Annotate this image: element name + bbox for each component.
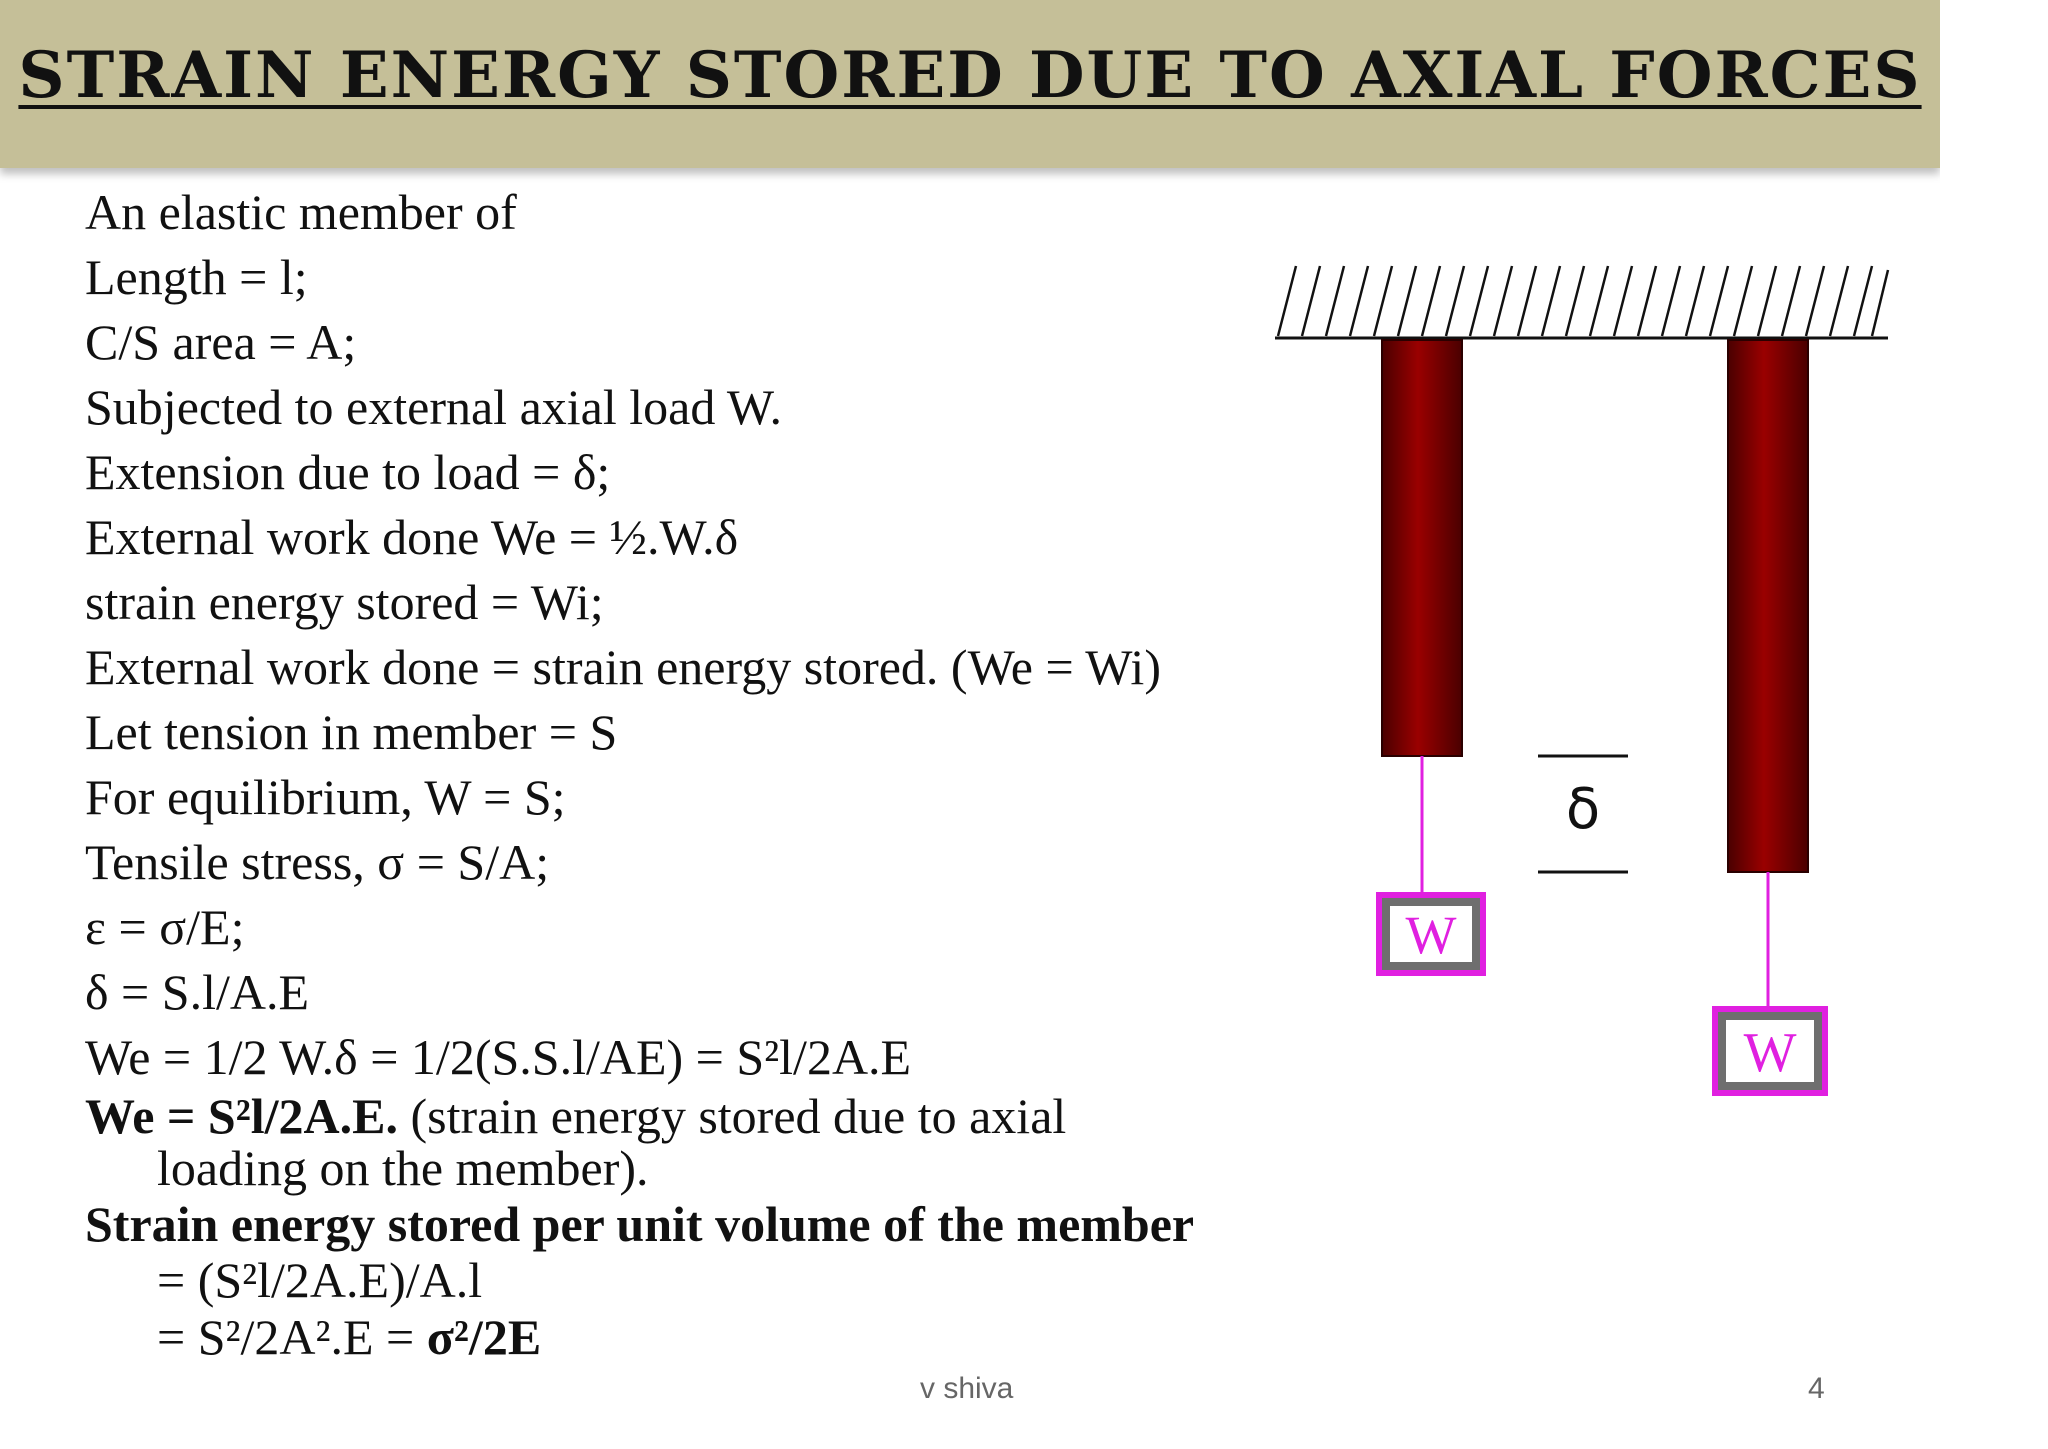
per-volume-line-2: = S²/2A².E = σ²/2E — [157, 1309, 542, 1365]
weight-label-left: W — [1406, 905, 1457, 965]
body-line-4: Subjected to external axial load W. — [85, 379, 783, 435]
result-description: (strain energy stored due to axial — [397, 1088, 1067, 1144]
weight-label-right: W — [1744, 1022, 1797, 1084]
final-result: σ²/2E — [426, 1309, 542, 1365]
title-band: STRAIN ENERGY STORED DUE TO AXIAL FORCES — [0, 0, 1940, 168]
body-line-7: strain energy stored = Wi; — [85, 574, 604, 630]
body-line-3: C/S area = A; — [85, 314, 357, 370]
body-line-5: Extension due to load = δ; — [85, 444, 611, 500]
result-formula: We = S²l/2A.E. — [85, 1088, 398, 1144]
per-volume-line-1: = (S²l/2A.E)/A.l — [157, 1252, 483, 1308]
footer-author: v shiva — [920, 1372, 1014, 1405]
body-line-11: Tensile stress, σ = S/A; — [85, 834, 550, 890]
slide-title: STRAIN ENERGY STORED DUE TO AXIAL FORCES — [18, 38, 1922, 113]
right-margin — [1940, 0, 2048, 1449]
result-line: We = S²l/2A.E. (strain energy stored due… — [85, 1090, 1345, 1142]
body-line-6: External work done We = ½.W.δ — [85, 509, 739, 565]
member-bar-unloaded — [1381, 339, 1463, 757]
member-bar-extended — [1727, 339, 1809, 873]
body-line-10: For equilibrium, W = S; — [85, 769, 566, 825]
body-line-13: δ = S.l/A.E — [85, 964, 309, 1020]
body-line-8: External work done = strain energy store… — [85, 639, 1161, 695]
fixed-support — [1275, 265, 1890, 340]
weight-right: W — [1712, 1006, 1828, 1096]
page-number: 4 — [1808, 1372, 1825, 1405]
result-continuation: loading on the member). — [157, 1140, 649, 1196]
slide-body: An elastic member of Length = l; C/S are… — [85, 180, 1345, 1368]
body-line-1: An elastic member of — [85, 184, 517, 240]
extension-delta-label: δ — [1566, 777, 1600, 842]
weight-left: W — [1376, 892, 1486, 976]
axial-load-diagram: W δ W — [1275, 265, 1890, 1096]
body-line-2: Length = l; — [85, 249, 308, 305]
body-line-9: Let tension in member = S — [85, 704, 618, 760]
body-line-14: We = 1/2 W.δ = 1/2(S.S.l/AE) = S²l/2A.E — [85, 1029, 912, 1085]
per-volume-heading: Strain energy stored per unit volume of … — [85, 1196, 1195, 1252]
body-line-12: ε = σ/E; — [85, 899, 245, 955]
